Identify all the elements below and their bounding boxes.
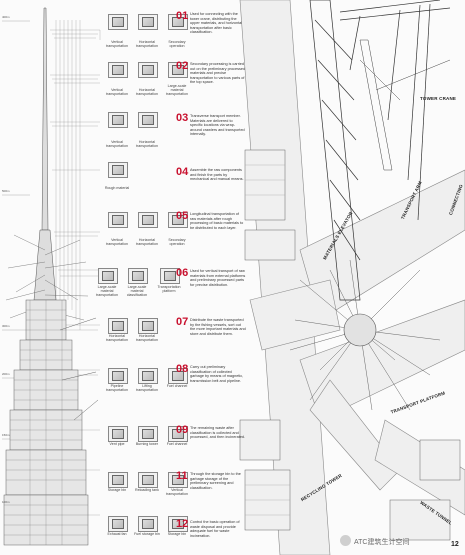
icon-label: Large-scale material transportation: [166, 84, 188, 96]
altitude-label: 150m: [2, 433, 10, 437]
icon-label: Lifting transportation: [136, 384, 158, 392]
icon-label: Horizontal transportation: [136, 140, 158, 148]
fuel-channel-icon: [168, 426, 188, 442]
icon-label: Burning tower: [135, 442, 159, 446]
icon-label: Vertical transportation: [106, 140, 128, 148]
step-description: The remaining waste after classification…: [190, 426, 246, 440]
icon-label: Horizontal transportation: [136, 40, 158, 48]
icon-label: Horizontal transportation: [106, 334, 128, 342]
step-number: 08: [176, 363, 189, 375]
horizontal-transport-icon: [138, 212, 158, 228]
step-number: 09: [176, 424, 189, 436]
storage-bin-icon: [168, 516, 188, 532]
icon-label: Rough material: [104, 186, 130, 190]
large-material-transport-icon: [98, 268, 118, 284]
altitude-label: 400m: [2, 15, 10, 19]
step-description: Assemble the raw components and finish t…: [190, 168, 244, 182]
burning-tower-icon: [138, 426, 158, 442]
icon-label: Fuel channel: [166, 384, 188, 388]
step-description: Secondary processing is carried out on t…: [190, 62, 246, 85]
fuel-storage-bin-icon: [138, 516, 158, 532]
vertical-transport-icon: [168, 472, 188, 488]
icon-label: Horizontal transportation: [136, 334, 158, 342]
icon-label: Fuel storage bin: [134, 532, 160, 536]
step-number: 04: [176, 166, 189, 178]
step-number: 01: [176, 10, 189, 22]
step-number: 02: [176, 60, 189, 72]
icon-label: Vertical transportation: [166, 488, 188, 496]
icon-label: Storage bin: [167, 532, 187, 536]
icon-label: Transportation platform: [157, 285, 181, 293]
altitude-label: 200m: [2, 372, 10, 376]
storage-bin-icon: [108, 472, 128, 488]
icon-label: Storage bin: [107, 488, 127, 492]
step-number: 07: [176, 316, 189, 328]
vent-pipe-icon: [108, 426, 128, 442]
step-description: Transverse transport member. Materials a…: [190, 114, 245, 137]
icon-label: Vertical transportation: [106, 238, 128, 246]
step-description: Longitudinal transportation of raw mater…: [190, 212, 244, 230]
step-description: Distribute the waste transported by the …: [190, 318, 246, 336]
icon-label: Secondary operation: [168, 40, 186, 48]
icon-label: Large-scale material classification: [126, 285, 148, 297]
icon-label: Secondary operation: [168, 238, 186, 246]
vertical-transport-icon: [108, 62, 128, 78]
step-number: 05: [176, 210, 189, 222]
horizontal-transport-icon: [138, 112, 158, 128]
icon-label: Vertical transportation: [106, 40, 128, 48]
transportation-platform-icon: [160, 268, 180, 284]
step-number: 12: [176, 518, 189, 530]
step-description: Carry out preliminary classification of …: [190, 365, 244, 383]
step-number: 11: [176, 470, 188, 482]
large-material-transport-icon: [168, 62, 188, 78]
callout-tower-crane: TOWER CRANE: [420, 96, 457, 101]
vertical-transport-icon: [108, 212, 128, 228]
horizontal-transport-icon: [138, 14, 158, 30]
horizontal-transport-icon: [138, 62, 158, 78]
large-material-classification-icon: [128, 268, 148, 284]
step-number: 03: [176, 112, 189, 124]
fuel-channel-icon: [168, 368, 188, 384]
altitude-label: 500m: [2, 189, 10, 193]
lifting-transport-icon: [138, 368, 158, 384]
vertical-transport-icon: [108, 14, 128, 30]
icon-label: Vent pipe: [109, 442, 125, 446]
step-number: 06: [176, 267, 189, 279]
rough-material-icon: [108, 162, 128, 178]
wechat-icon: [340, 535, 351, 546]
reloading-tank-icon: [138, 472, 158, 488]
icon-label: Fuel channel: [166, 442, 188, 446]
step-description: Through the storage bin to the garbage s…: [190, 472, 241, 490]
icon-label: Exhaust fan: [107, 532, 127, 536]
step-description: Control the basic operation of waste dis…: [190, 520, 240, 538]
horizontal-transport-icon: [108, 318, 128, 334]
step-description: Used for connecting with the tower crane…: [190, 12, 243, 35]
icon-label: Vertical transportation: [106, 88, 128, 96]
secondary-operation-icon: [168, 14, 188, 30]
altitude-label: 100m: [2, 500, 10, 504]
footer-logo-text: ATC建筑生计空间: [354, 539, 410, 546]
icon-label: Pipeline transportation: [106, 384, 128, 392]
vertical-transport-icon: [108, 112, 128, 128]
page-number: 12: [451, 541, 459, 548]
exhaust-fan-icon: [108, 516, 128, 532]
horizontal-transport-icon: [138, 318, 158, 334]
pipeline-transport-icon: [108, 368, 128, 384]
altitude-label: 300m: [2, 324, 10, 328]
icon-label: Large-scale material transportation: [96, 285, 118, 297]
icon-label: Reloading tank: [135, 488, 159, 492]
icon-label: Horizontal transportation: [136, 238, 158, 246]
icon-label: Horizontal transportation: [136, 88, 158, 96]
step-description: Used for vertical transport of raw mater…: [190, 269, 246, 287]
secondary-operation-icon: [168, 212, 188, 228]
